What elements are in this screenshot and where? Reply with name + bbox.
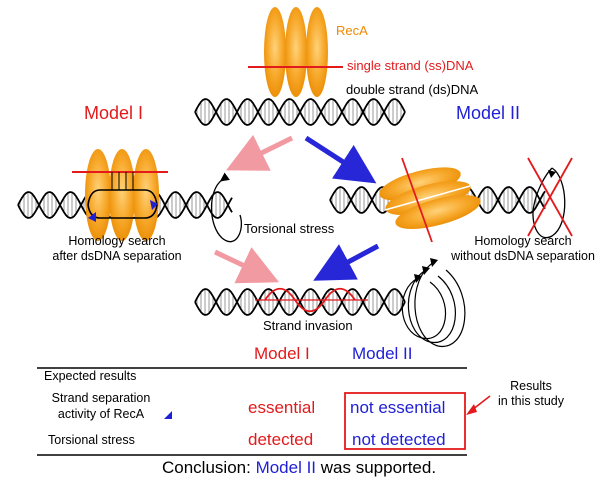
table-col-model2: Model II [352,344,413,363]
dsDNA-helix-invasion [194,288,406,316]
results-note: Results in this study [486,379,576,409]
table-section-label: Expected results [44,369,137,383]
recA-monomer [264,7,286,97]
torsional-stress-label: Torsional stress [244,221,335,236]
homology-label-model1: Homology search after dsDNA separation [42,234,192,264]
conclusion-text: Conclusion: Model II was supported. [162,459,436,476]
homology-label-model2-line1: Homology search [474,234,572,248]
recA-monomer [379,167,461,201]
arrow-pink-to-invasion [213,247,280,284]
cross-x-line [527,157,573,237]
recA-monomer [285,7,307,97]
recA-filament-model1 [72,149,168,241]
recA-monomer [85,149,111,241]
ssDNA-line-model2 [384,185,471,211]
homology-label-model2-line2: without dsDNA separation [451,249,595,263]
recA-label: RecA [336,23,368,38]
recA-monomer [395,195,481,229]
homology-label-model1-line2: after dsDNA separation [52,249,182,263]
row-torsional-label: Torsional stress [48,433,135,447]
homology-label-model1-line1: Homology search [68,234,166,248]
ssDNA-label: single strand (ss)DNA [347,58,474,73]
row-torsional-model2: not detected [352,430,446,449]
row-torsional-model1: detected [248,430,314,449]
dna-backbone-strand [194,288,406,316]
conclusion-model: Model II [255,458,317,477]
torsion-loop-model1 [210,172,242,243]
arrow-pink-to-model1 [226,134,294,171]
row-strand-separation-label: Strand separation activity of RecA [26,390,176,422]
results-highlight-box [344,392,466,450]
strand-invasion-label: Strand invasion [263,318,353,333]
table-col-model1: Model I [254,344,310,363]
cross-out-slash [401,157,433,243]
model1-title: Model I [84,103,144,123]
recA-monomer [306,7,328,97]
homology-label-model2: Homology search without dsDNA separation [448,234,598,264]
conclusion-suffix: was supported. [316,458,437,477]
torsion-arrowhead [548,170,556,178]
row-strand-separation-line1: Strand separation [51,391,151,405]
arrow-blue-to-model2 [304,135,377,184]
row-strand-separation-model2: not essential [350,398,446,417]
invading-strand [255,287,368,313]
blue-triangle-marker-table [164,411,172,419]
results-note-line2: in this study [497,394,564,408]
dsDNA-helix-top [194,98,406,126]
recA-monomer [133,149,159,241]
model2-title: Model II [456,103,521,123]
conclusion-prefix: Conclusion: [162,458,256,477]
torsion-loops-stacked [401,258,466,347]
torsion-loop-model2 [532,167,566,239]
arrow-blue-to-invasion [313,243,380,281]
results-note-line1: Results [510,379,552,393]
dna-backbone-strand [194,98,406,126]
blue-triangle-marker [88,212,96,222]
blue-triangle-marker [150,200,158,210]
recA-filament-top [248,7,343,97]
recA-monomer [109,149,135,241]
results-pointer-arrowhead [466,404,477,415]
row-strand-separation-line2: activity of RecA [57,407,145,421]
row-strand-separation-model1: essential [248,398,316,417]
recA-filament-model2 [379,157,481,243]
dsDNA-label: double strand (ds)DNA [346,82,479,97]
